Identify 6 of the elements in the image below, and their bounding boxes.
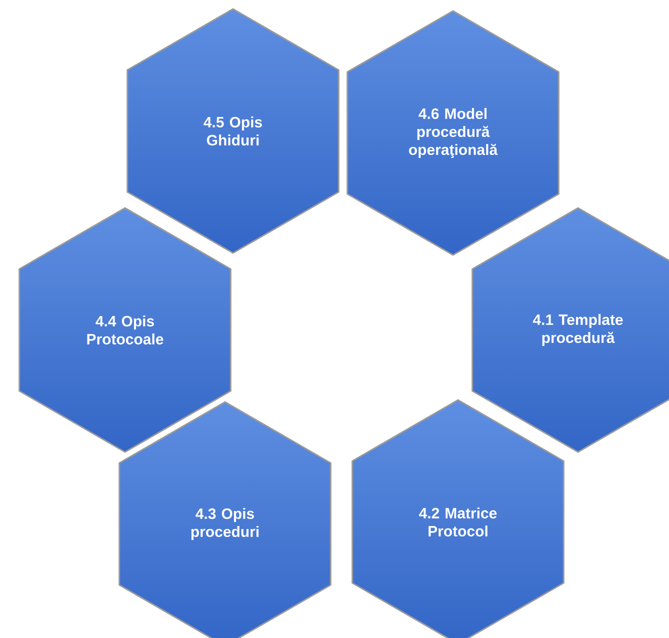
hexagon: 4.6 Model procedură operaţională (346, 10, 560, 256)
hexagon: 4.1 Template procedură (472, 207, 669, 453)
hexagon: 4.4 Opis Protocoale (18, 207, 232, 453)
hexagon: 4.5 Opis Ghiduri (126, 8, 340, 254)
hexagon: 4.3 Opis proceduri (118, 401, 332, 638)
hexagon: 4.2 Matrice Protocol (352, 399, 564, 638)
